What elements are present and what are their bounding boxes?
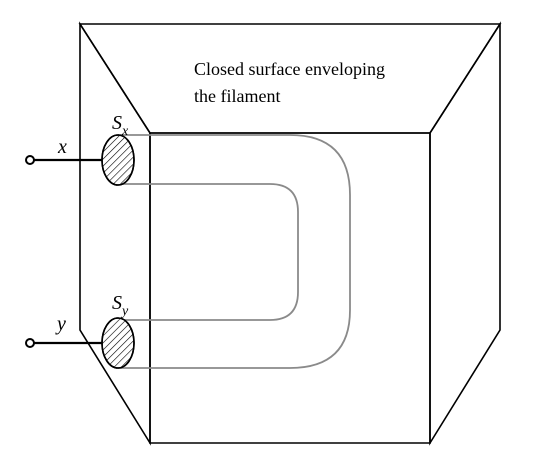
terminal-x-node: [25, 155, 35, 165]
closed-surface: [78, 21, 502, 446]
surface-front-face: [149, 132, 431, 444]
label-sx-main: S: [112, 112, 122, 134]
cross-section-sy-hatched-face: [101, 317, 135, 369]
cross-section-sx-hatched-face: [101, 134, 135, 186]
terminal-y: [25, 338, 102, 348]
caption-line-2: the filament: [194, 86, 280, 106]
caption-line-1: Closed surface enveloping: [194, 59, 385, 79]
label-sy-subscript: y: [120, 304, 129, 319]
filament-outer-wall: [118, 134, 351, 369]
label-sy-main: S: [112, 292, 122, 314]
label-sy: Sy: [112, 292, 129, 319]
surface-left-face: [79, 21, 151, 446]
surface-right-face: [429, 21, 501, 446]
cross-section-sy: [101, 317, 135, 369]
label-x: x: [57, 136, 67, 158]
label-sx-subscript: x: [121, 124, 129, 139]
terminal-y-node: [25, 338, 35, 348]
filament-tube: [118, 134, 351, 369]
label-y: y: [55, 313, 66, 335]
terminal-x: [25, 155, 102, 165]
filament-inner-wall: [118, 183, 299, 321]
label-sx: Sx: [112, 112, 129, 139]
cross-section-sx: [101, 134, 135, 186]
